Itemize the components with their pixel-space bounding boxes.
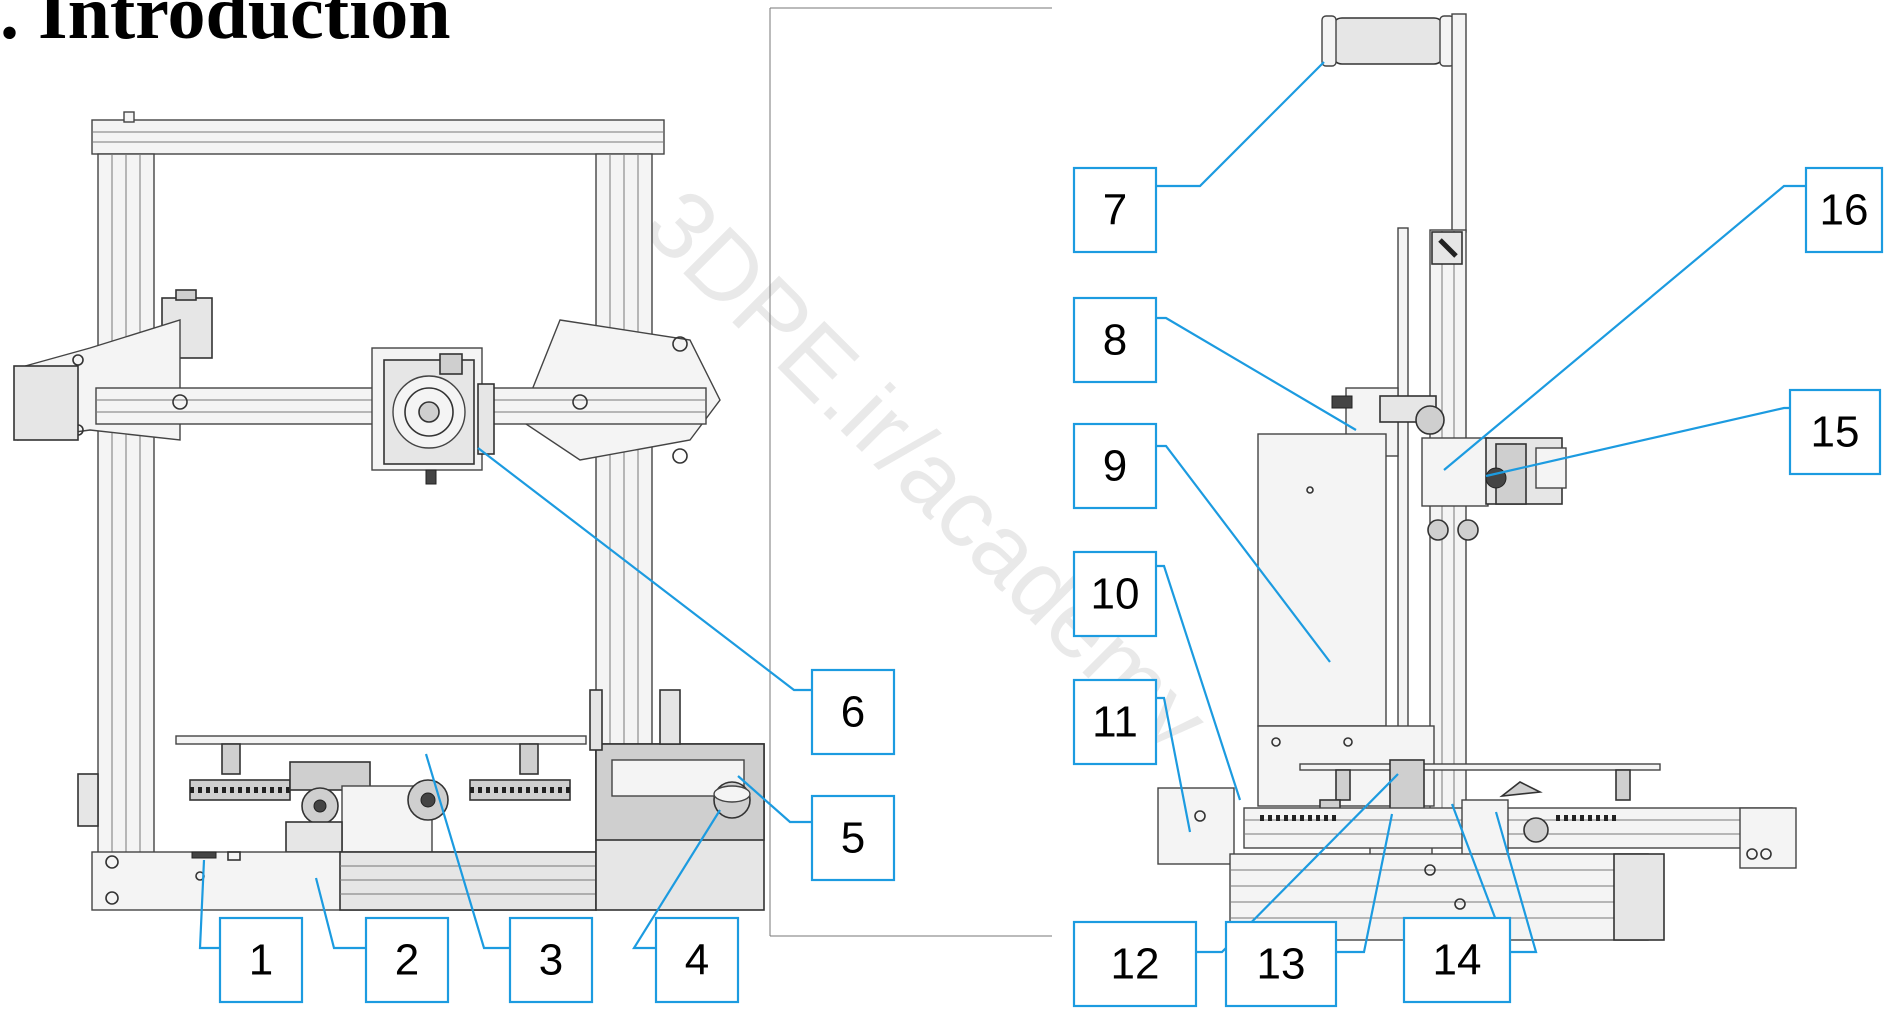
svg-text:9: 9 xyxy=(1103,442,1127,491)
svg-text:5: 5 xyxy=(841,814,865,863)
svg-text:4: 4 xyxy=(685,936,709,985)
callout-15: 15 xyxy=(1788,388,1882,476)
svg-text:13: 13 xyxy=(1257,940,1306,989)
callout-5: 5 xyxy=(810,794,896,882)
svg-text:11: 11 xyxy=(1092,698,1138,747)
callout-1: 1 xyxy=(218,916,304,1004)
power-supply xyxy=(1257,433,1387,727)
spool-holder xyxy=(1331,17,1445,65)
svg-text:3: 3 xyxy=(539,936,563,985)
callout-14: 14 xyxy=(1402,916,1512,1004)
y-motor xyxy=(1157,787,1235,865)
callout-4: 4 xyxy=(654,916,740,1004)
y-axis-rail xyxy=(1243,807,1793,849)
x-carriage xyxy=(1421,437,1489,507)
callout-9: 9 xyxy=(1072,422,1158,510)
sd-card-slot xyxy=(191,851,217,859)
callout-7: 7 xyxy=(1072,166,1158,254)
page-title: . Introduction xyxy=(0,0,451,55)
callout-11: 11 xyxy=(1072,678,1158,766)
svg-text:7: 7 xyxy=(1103,186,1127,235)
callout-2: 2 xyxy=(364,916,450,1004)
side-view-printer xyxy=(1157,13,1797,941)
leader-lines xyxy=(198,61,1806,954)
svg-text:12: 12 xyxy=(1111,940,1160,989)
callout-10: 10 xyxy=(1072,550,1158,638)
top-frame-bar xyxy=(91,119,665,155)
front-view-printer xyxy=(13,111,765,911)
callout-8: 8 xyxy=(1072,296,1158,384)
callout-6: 6 xyxy=(810,668,896,756)
svg-text:2: 2 xyxy=(395,936,419,985)
heated-bed xyxy=(175,735,587,745)
spool-arm xyxy=(1451,13,1467,233)
svg-text:1: 1 xyxy=(249,936,273,985)
callout-13: 13 xyxy=(1224,920,1338,1008)
svg-text:15: 15 xyxy=(1811,408,1860,457)
z-coupler xyxy=(1389,759,1425,811)
callout-3: 3 xyxy=(508,916,594,1004)
callout-12: 12 xyxy=(1072,920,1198,1008)
svg-text:14: 14 xyxy=(1433,936,1482,985)
svg-text:16: 16 xyxy=(1820,186,1869,235)
side-heated-bed xyxy=(1299,763,1661,771)
svg-text:8: 8 xyxy=(1103,316,1127,365)
svg-text:6: 6 xyxy=(841,688,865,737)
callout-16: 16 xyxy=(1804,166,1884,254)
z-lead-screw xyxy=(1397,227,1409,769)
svg-text:10: 10 xyxy=(1091,570,1140,619)
